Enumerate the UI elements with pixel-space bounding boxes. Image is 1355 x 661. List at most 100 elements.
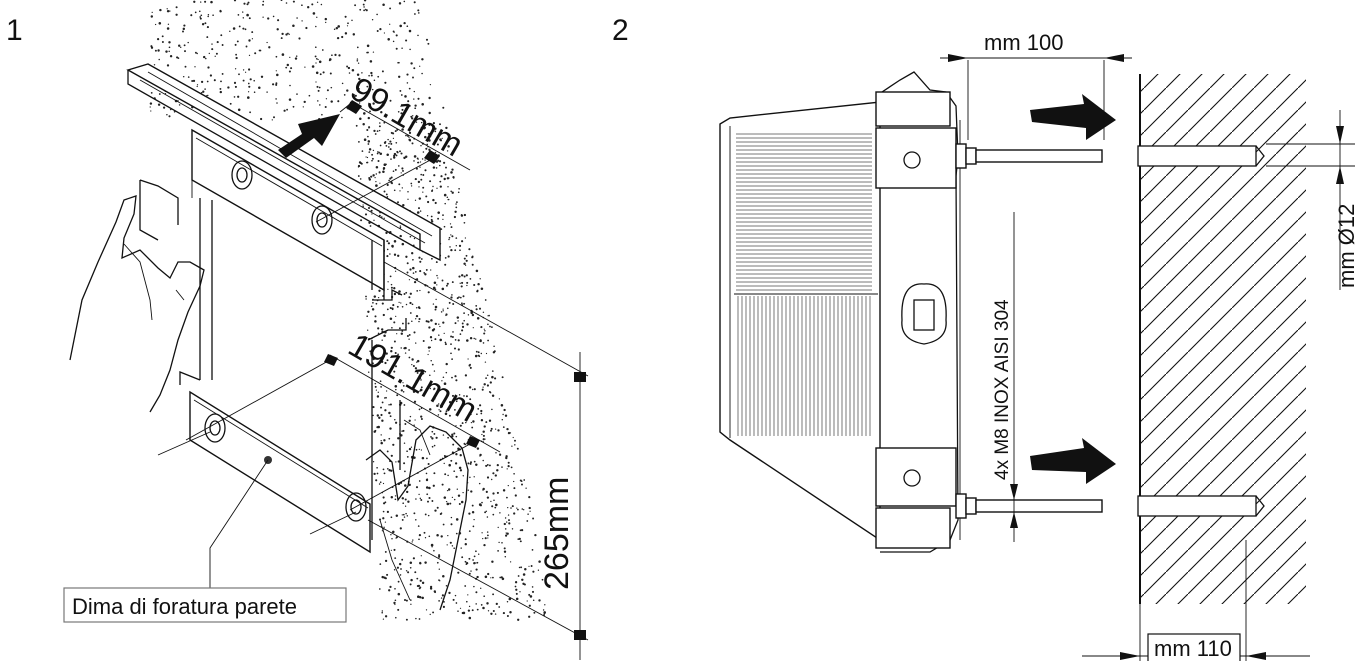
speckle-dot <box>200 14 203 17</box>
speckle-dot <box>396 333 398 335</box>
speckle-dot <box>465 254 468 257</box>
speckle-dot <box>361 150 364 152</box>
speckle-dot <box>428 535 431 538</box>
speckle-dot <box>420 127 423 129</box>
speckle-dot <box>206 80 209 83</box>
speckle-dot <box>221 72 224 75</box>
speckle-dot <box>429 134 432 138</box>
speckle-dot <box>458 187 460 190</box>
speckle-dot <box>463 395 465 397</box>
speckle-dot <box>402 384 405 387</box>
speckle-dot <box>418 538 420 541</box>
speckle-dot <box>417 161 419 164</box>
speckle-dot <box>447 436 449 439</box>
speckle-dot <box>414 107 417 110</box>
speckle-dot <box>363 112 366 115</box>
speckle-dot <box>529 510 531 512</box>
speckle-dot <box>395 388 397 391</box>
dim-label-99-1: 99.1mm <box>344 70 469 164</box>
speckle-dot <box>390 454 393 457</box>
speckle-dot <box>492 593 495 596</box>
speckle-dot <box>280 0 283 2</box>
speckle-dot <box>459 282 461 284</box>
speckle-dot <box>514 439 516 442</box>
speckle-dot <box>470 570 472 572</box>
speckle-dot <box>490 427 493 430</box>
speckle-dot <box>438 568 440 570</box>
speckle-dot <box>382 482 385 485</box>
speckle-dot <box>210 0 213 4</box>
speckle-dot <box>497 550 499 552</box>
speckle-dot <box>400 172 402 174</box>
speckle-dot <box>251 38 254 40</box>
speckle-dot <box>384 521 387 523</box>
speckle-dot <box>454 594 457 597</box>
speckle-dot <box>531 549 534 551</box>
speckle-dot <box>439 338 442 342</box>
speckle-dot <box>427 200 430 204</box>
speckle-dot <box>311 3 314 6</box>
speckle-dot <box>433 432 436 435</box>
speckle-dot <box>399 225 402 227</box>
speckle-dot <box>169 10 171 12</box>
speckle-dot <box>432 198 435 202</box>
speckle-dot <box>471 409 474 411</box>
speckle-dot <box>229 30 231 33</box>
speckle-dot <box>478 307 482 310</box>
speckle-dot <box>389 253 391 255</box>
speckle-dot <box>367 51 369 54</box>
speckle-dot <box>468 572 471 575</box>
speckle-dot <box>236 40 239 43</box>
speckle-dot <box>357 175 360 177</box>
speckle-dot <box>468 412 471 414</box>
speckle-dot <box>421 372 424 375</box>
speckle-dot <box>452 176 455 179</box>
speckle-dot <box>413 237 416 240</box>
speckle-dot <box>207 94 209 97</box>
speckle-dot <box>406 490 409 494</box>
speckle-dot <box>390 131 393 134</box>
speckle-dot <box>409 567 412 569</box>
speckle-dot <box>406 450 408 453</box>
speckle-dot <box>417 180 421 184</box>
speckle-dot <box>433 174 436 177</box>
speckle-dot <box>420 144 422 147</box>
speckle-dot <box>331 54 333 57</box>
speckle-dot <box>492 609 495 613</box>
speckle-dot <box>519 540 522 543</box>
speckle-dot <box>439 138 442 141</box>
speckle-dot <box>475 603 477 605</box>
speckle-dot <box>417 12 420 14</box>
speckle-dot <box>380 216 383 218</box>
speckle-dot <box>262 3 264 6</box>
speckle-dot <box>458 275 461 278</box>
speckle-dot <box>389 148 392 151</box>
speckle-dot <box>393 370 396 373</box>
speckle-dot <box>394 587 396 590</box>
speckle-dot <box>385 352 388 355</box>
speckle-dot <box>451 294 453 296</box>
speckle-dot <box>248 68 251 71</box>
speckle-dot <box>473 555 476 558</box>
speckle-dot <box>481 433 483 436</box>
speckle-dot <box>444 341 447 344</box>
speckle-dot <box>442 321 445 324</box>
speckle-dot <box>445 371 448 374</box>
speckle-dot <box>428 326 431 329</box>
speckle-dot <box>423 126 426 130</box>
speckle-dot <box>393 156 396 159</box>
speckle-dot <box>443 382 447 386</box>
speckle-dot <box>433 370 436 372</box>
speckle-dot <box>471 255 474 258</box>
speckle-dot <box>437 555 441 558</box>
speckle-dot <box>393 548 396 551</box>
speckle-dot <box>460 547 462 549</box>
speckle-dot <box>400 347 402 349</box>
speckle-dot <box>427 500 429 503</box>
speckle-dot <box>489 381 492 384</box>
speckle-dot <box>408 296 411 299</box>
speckle-dot <box>330 86 333 89</box>
speckle-dot <box>244 28 247 31</box>
speckle-dot <box>428 350 430 352</box>
speckle-dot <box>532 517 535 520</box>
